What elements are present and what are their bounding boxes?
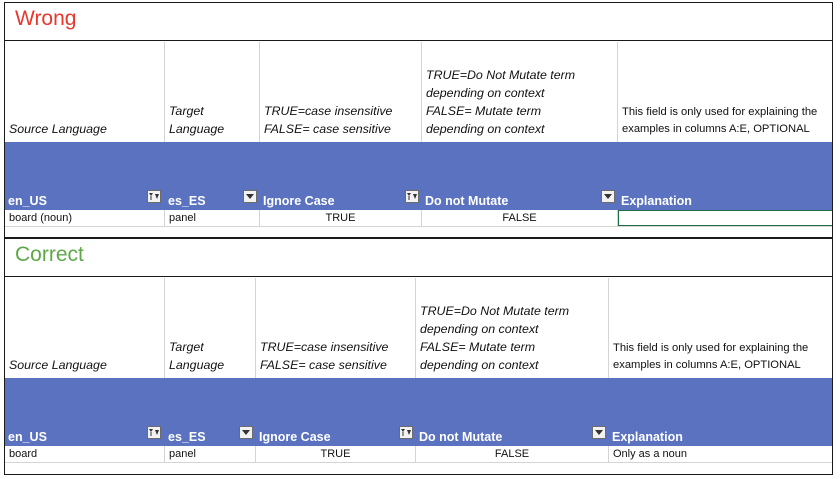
wrong-label: Wrong (15, 7, 77, 30)
dropdown-arrow-icon[interactable] (239, 426, 253, 439)
cell-source-term[interactable]: board (5, 446, 165, 462)
header-en-us[interactable]: en_US (8, 430, 47, 444)
table-row: board (noun) panel TRUE FALSE (5, 210, 832, 227)
panel-divider (5, 40, 832, 41)
header-es-es[interactable]: es_ES (168, 430, 206, 444)
table-header-band: en_US es_ES Ignore Case Do not Mutate (5, 142, 832, 210)
filter-dropdown-icon[interactable] (147, 190, 161, 203)
filter-dropdown-icon[interactable] (399, 426, 413, 439)
spreadsheet-wrong: Source Language Target Language TRUE=cas… (5, 42, 832, 232)
cell-explanation[interactable]: Only as a noun (613, 448, 687, 460)
header-explanation[interactable]: Explanation (612, 430, 683, 444)
explanation-description[interactable]: This field is only used for explaining t… (613, 342, 809, 371)
correct-example-panel: Correct Source Language Target Language … (4, 238, 833, 475)
dropdown-arrow-icon[interactable] (592, 426, 606, 439)
cell-ignore-case[interactable]: TRUE (260, 210, 422, 226)
cell-do-not-mutate[interactable]: FALSE (416, 446, 609, 462)
target-language-description[interactable]: Target Language (165, 42, 260, 142)
table-row: board panel TRUE FALSE Only as a noun (5, 446, 832, 463)
ignore-case-description[interactable]: TRUE=case insensitive FALSE= case sensit… (256, 278, 416, 378)
cell-explanation-selected[interactable] (618, 210, 832, 226)
cell-do-not-mutate[interactable]: FALSE (422, 210, 618, 226)
do-not-mutate-description[interactable]: TRUE=Do Not Mutate term depending on con… (416, 278, 609, 378)
header-do-not-mutate[interactable]: Do not Mutate (419, 430, 503, 444)
table-header-band: en_US es_ES Ignore Case Do not Mutate (5, 378, 832, 446)
header-ignore-case[interactable]: Ignore Case (263, 194, 335, 208)
do-not-mutate-description[interactable]: TRUE=Do Not Mutate term depending on con… (422, 42, 618, 142)
filter-dropdown-icon[interactable] (147, 426, 161, 439)
cell-source-term[interactable]: board (noun) (5, 210, 165, 226)
dropdown-arrow-icon[interactable] (601, 190, 615, 203)
header-do-not-mutate[interactable]: Do not Mutate (425, 194, 509, 208)
cell-target-term[interactable]: panel (165, 210, 260, 226)
header-en-us[interactable]: en_US (8, 194, 47, 208)
correct-label: Correct (15, 243, 84, 266)
wrong-example-panel: Wrong Source Language Target Language TR… (4, 2, 833, 238)
source-language-description[interactable]: Source Language (5, 42, 165, 142)
filter-dropdown-icon[interactable] (405, 190, 419, 203)
header-explanation[interactable]: Explanation (621, 194, 692, 208)
dropdown-arrow-icon[interactable] (243, 190, 257, 203)
source-language-description[interactable]: Source Language (5, 278, 165, 378)
spreadsheet-correct: Source Language Target Language TRUE=cas… (5, 278, 832, 468)
explanation-description[interactable]: This field is only used for explaining t… (622, 106, 818, 135)
ignore-case-description[interactable]: TRUE=case insensitive FALSE= case sensit… (260, 42, 422, 142)
header-es-es[interactable]: es_ES (168, 194, 206, 208)
target-language-description[interactable]: Target Language (165, 278, 256, 378)
header-ignore-case[interactable]: Ignore Case (259, 430, 331, 444)
panel-divider (5, 276, 832, 277)
cell-ignore-case[interactable]: TRUE (256, 446, 416, 462)
cell-target-term[interactable]: panel (165, 446, 256, 462)
